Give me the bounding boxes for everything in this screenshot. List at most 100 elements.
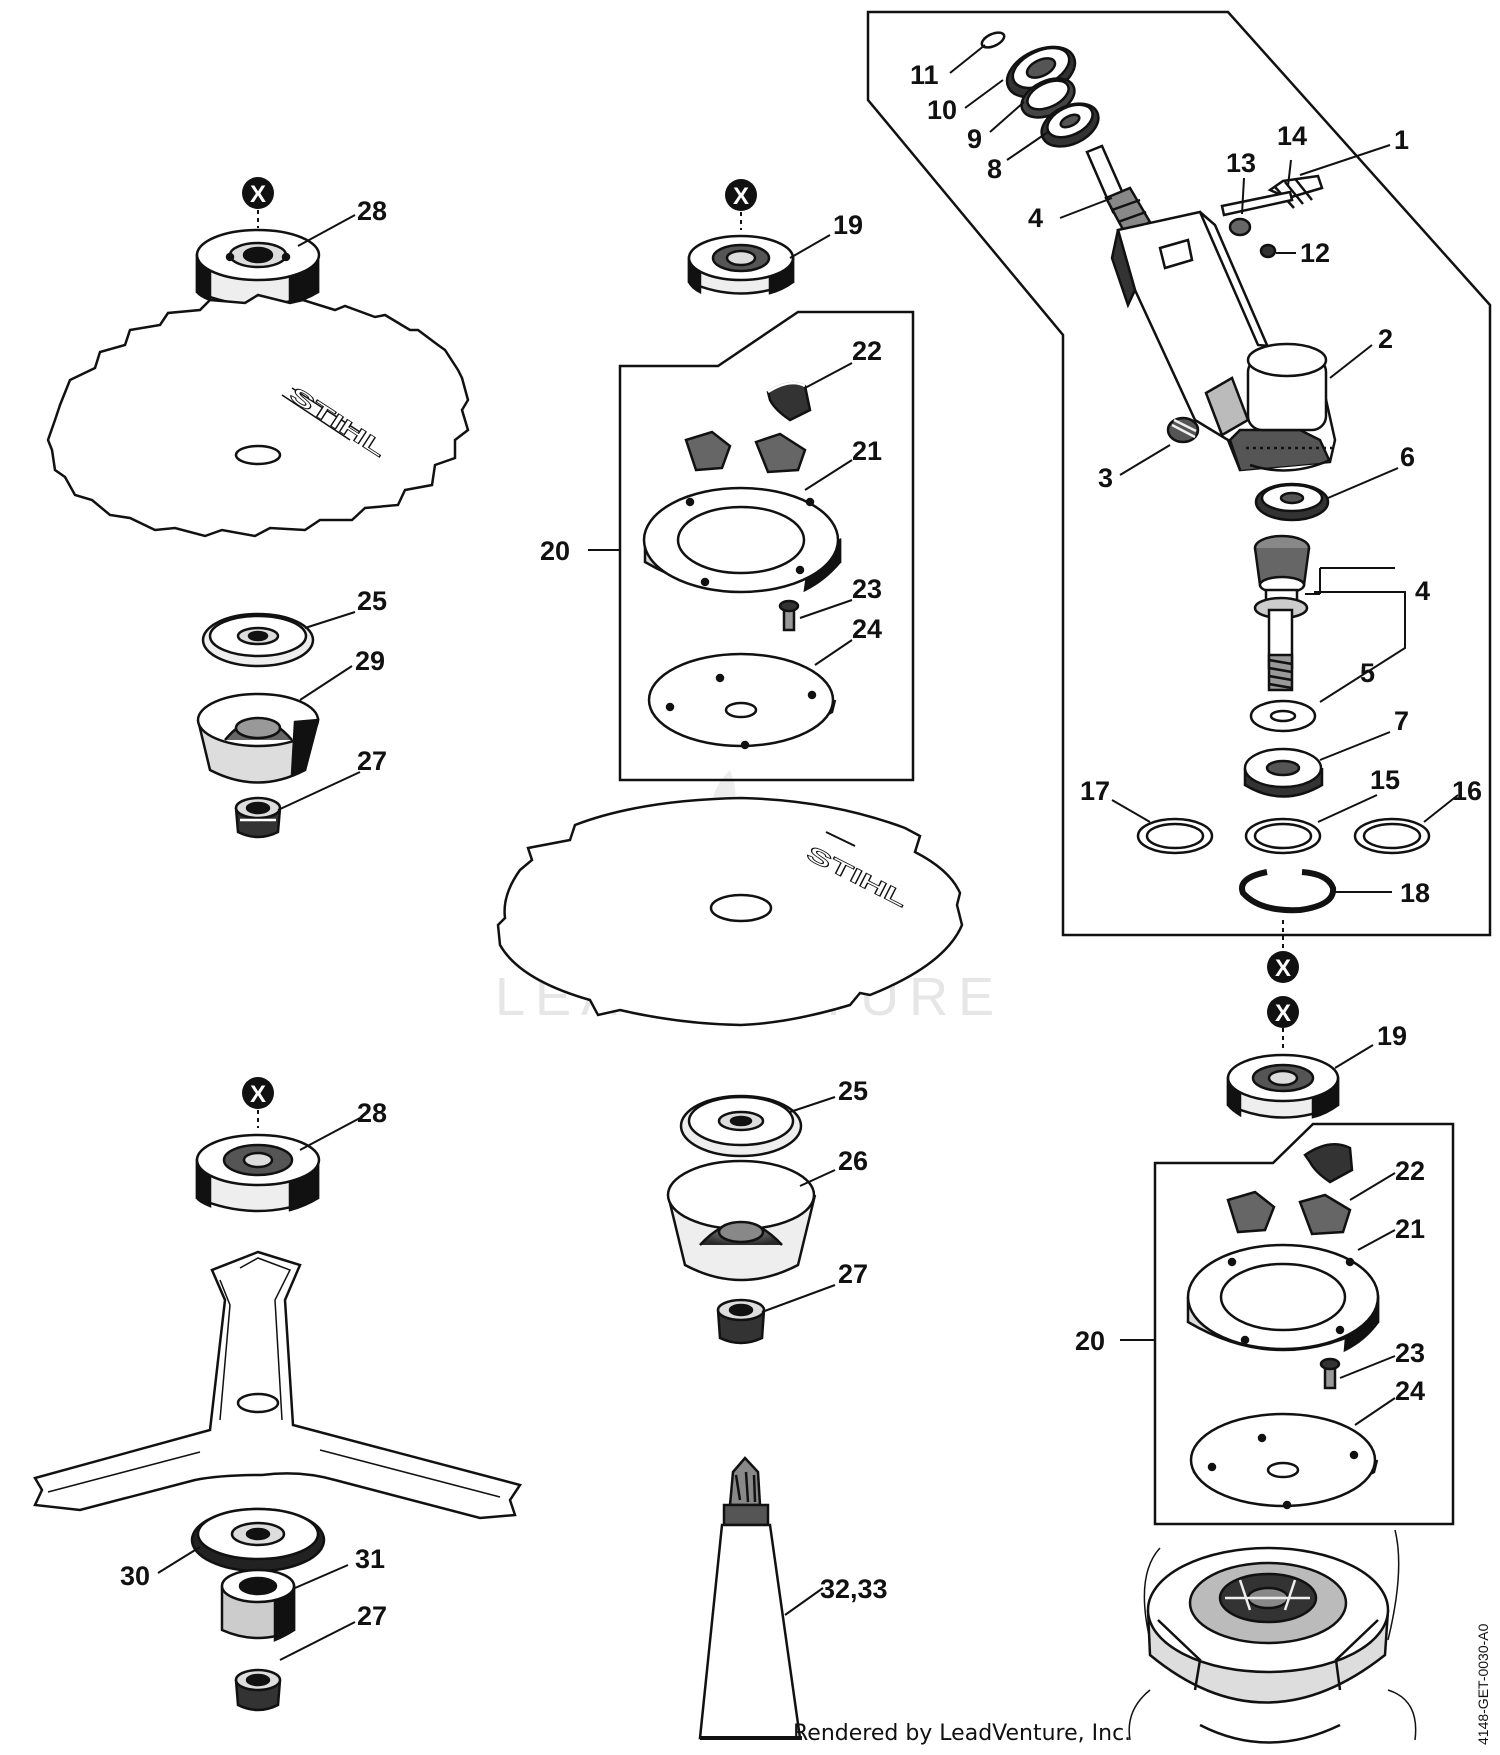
callout-7: 7 xyxy=(1394,706,1409,736)
pinion-part xyxy=(1087,146,1150,235)
thrust-plate-part-30 xyxy=(192,1509,324,1571)
guard-cup-part-26 xyxy=(668,1161,815,1280)
circlip-part xyxy=(980,29,1007,50)
callout-23b: 23 xyxy=(1395,1338,1425,1368)
callout-27a: 27 xyxy=(357,746,387,776)
callout-14: 14 xyxy=(1277,121,1307,151)
callout-23a: 23 xyxy=(852,574,882,604)
callout-24b: 24 xyxy=(1395,1376,1425,1406)
shim-part-17 xyxy=(1138,819,1212,853)
callout-27c: 27 xyxy=(357,1601,387,1631)
callout-29: 29 xyxy=(355,646,385,676)
mowing-head-part xyxy=(1129,1530,1416,1743)
callout-18: 18 xyxy=(1400,878,1430,908)
gearhead-frame xyxy=(868,12,1490,935)
mowing-head-nut-part-27-middle xyxy=(718,1300,764,1343)
callout-1: 1 xyxy=(1394,125,1409,155)
spindle-gear-part xyxy=(1255,536,1309,690)
ball-bearing-part-7 xyxy=(1245,749,1322,797)
callout-30: 30 xyxy=(120,1561,150,1591)
x-marker: X xyxy=(1267,951,1299,983)
circlip-part-18 xyxy=(1242,872,1333,910)
plug-part xyxy=(1168,418,1198,442)
sleeve-part-31 xyxy=(222,1570,294,1640)
callout-24a: 24 xyxy=(852,614,882,644)
callout-21b: 21 xyxy=(1395,1214,1425,1244)
circular-saw-blade-part: STIHL xyxy=(48,295,468,536)
nut-part xyxy=(1261,245,1275,257)
callout-32-33: 32,33 xyxy=(820,1574,888,1604)
callout-27b: 27 xyxy=(838,1259,868,1289)
grass-cutting-blade-part xyxy=(35,1252,520,1518)
thrust-ring-part-21-lower xyxy=(1188,1245,1378,1350)
callout-22b: 22 xyxy=(1395,1156,1425,1186)
callout-25a: 25 xyxy=(357,586,387,616)
callout-6: 6 xyxy=(1400,442,1415,472)
callout-9: 9 xyxy=(967,124,982,154)
mowing-head-nut-part-27-upper-left xyxy=(236,798,280,837)
callout-3: 3 xyxy=(1098,463,1113,493)
x-marker: X xyxy=(242,177,274,209)
thrust-washer-part-19-upper xyxy=(689,236,793,294)
svg-text:X: X xyxy=(1275,955,1291,982)
callout-21a: 21 xyxy=(852,436,882,466)
callout-4a: 4 xyxy=(1028,203,1043,233)
callout-20b: 20 xyxy=(1075,1326,1105,1356)
svg-text:X: X xyxy=(250,1081,266,1108)
callout-20a: 20 xyxy=(540,536,570,566)
thrust-plate-part-25-middle xyxy=(681,1096,801,1156)
callout-31: 31 xyxy=(355,1544,385,1574)
callout-28a: 28 xyxy=(357,196,387,226)
screw-part-23-upper xyxy=(780,601,798,630)
callout-17: 17 xyxy=(1080,776,1110,806)
thrust-washer-part-19-lower xyxy=(1228,1055,1338,1118)
callout-10: 10 xyxy=(927,95,957,125)
grease-tube-part xyxy=(700,1458,802,1738)
svg-text:X: X xyxy=(733,183,749,210)
callout-2: 2 xyxy=(1378,324,1393,354)
x-marker: X xyxy=(725,179,757,211)
callout-8: 8 xyxy=(987,154,1002,184)
x-marker: X xyxy=(242,1077,274,1109)
guard-cup-part-29 xyxy=(198,694,318,783)
screw-part-23-lower xyxy=(1321,1359,1339,1388)
thrust-washer-part-28-lower xyxy=(197,1135,319,1211)
svg-text:X: X xyxy=(250,181,266,208)
thrust-plate-kit-frame-lower xyxy=(1155,1124,1453,1524)
thrust-washer-part-28-upper xyxy=(197,230,319,305)
ball-bearing-part-6 xyxy=(1256,484,1328,520)
svg-text:X: X xyxy=(1275,1000,1291,1027)
callout-19a: 19 xyxy=(833,210,863,240)
x-marker: X xyxy=(1267,996,1299,1028)
callouts: 1 2 3 4 4 5 6 7 8 9 10 11 12 13 14 15 16… xyxy=(120,60,1482,1631)
thrust-plate-part-24-upper xyxy=(649,654,835,748)
slide-part-22-lower xyxy=(1228,1144,1352,1234)
callout-19b: 19 xyxy=(1377,1021,1407,1051)
thrust-plate-part-25-upper xyxy=(203,614,313,666)
shim-part-15 xyxy=(1246,819,1320,853)
x-markers: X X X X X xyxy=(242,177,1299,1109)
gear-head-housing-part xyxy=(1112,212,1335,470)
thrust-ring-part-21-upper xyxy=(644,488,840,592)
washer-part xyxy=(1230,219,1250,235)
callout-13: 13 xyxy=(1226,148,1256,178)
callout-28b: 28 xyxy=(357,1098,387,1128)
document-id: 4148-GET-0030-A0 xyxy=(1475,1623,1491,1745)
callout-26: 26 xyxy=(838,1146,868,1176)
thrust-plate-kit-frame-upper xyxy=(620,312,913,780)
callout-16: 16 xyxy=(1452,776,1482,806)
mowing-head-nut-part-27-lower-left xyxy=(236,1670,280,1710)
washer-part-5 xyxy=(1251,701,1315,731)
callout-5: 5 xyxy=(1360,658,1375,688)
ball-bearing-part-8 xyxy=(1035,95,1105,155)
slide-part-22-upper xyxy=(686,383,810,472)
thrust-plate-part-24-lower xyxy=(1191,1414,1377,1508)
screw-part xyxy=(1222,176,1322,215)
callout-4b: 4 xyxy=(1415,576,1430,606)
four-tooth-blade-part: STIHL xyxy=(498,798,962,1025)
callout-22a: 22 xyxy=(852,336,882,366)
callout-25b: 25 xyxy=(838,1076,868,1106)
render-credit: Rendered by LeadVenture, Inc. xyxy=(793,1721,1132,1746)
shim-part-16 xyxy=(1355,819,1429,853)
